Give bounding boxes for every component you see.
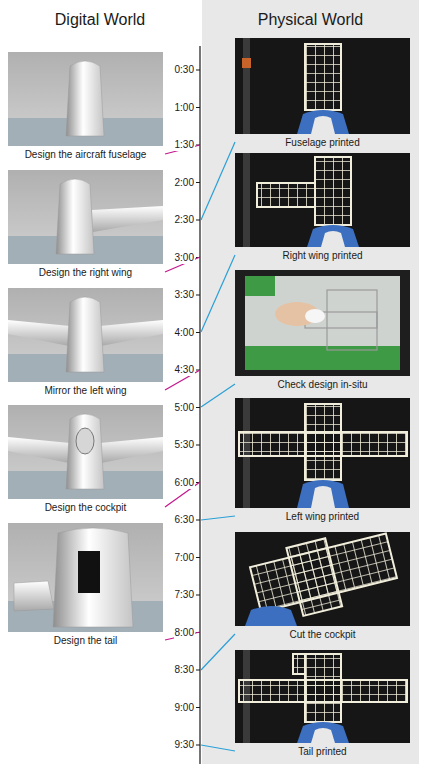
panel-caption: Design the cockpit [43,501,129,514]
time-tick-label: 3:00 [174,252,195,264]
time-tick-label: 7:30 [174,589,195,601]
design-leader [165,145,200,640]
time-tick-label: 1:30 [174,139,195,151]
time-tick-label: 4:00 [174,327,195,339]
cad-render [8,170,163,264]
image-panel: Right wing printed [235,153,410,262]
panel-caption: Left wing printed [284,510,361,523]
print-photo [235,524,410,626]
time-tick-label: 1:00 [174,102,195,114]
column-header: Physical World [202,10,419,30]
time-tick-label: 4:30 [174,364,195,376]
panel-caption: Design the tail [52,634,119,647]
panel-caption: Cut the cockpit [287,628,357,641]
cad-render [8,52,163,146]
image-panel: Design the tail [8,523,163,647]
timeline [196,46,200,764]
image-panel: Tail printed [235,650,410,758]
print-leader [201,142,235,751]
image-panel: Cut the cockpit [235,532,410,641]
print-photo [235,398,410,508]
panel-caption: Fuselage printed [283,136,362,149]
panel-caption: Mirror the left wing [42,384,128,397]
time-tick-label: 9:00 [174,702,195,714]
image-panel: Left wing printed [235,398,410,523]
time-tick-label: 5:30 [174,439,195,451]
image-panel: Mirror the left wing [8,288,163,397]
time-tick-label: 6:30 [174,514,195,526]
time-tick-label: 2:00 [174,177,195,189]
image-panel: Design the right wing [8,170,163,279]
cad-render [8,523,163,632]
time-tick-label: 9:30 [174,739,195,751]
time-tick-label: 5:00 [174,402,195,414]
image-panel: Fuselage printed [235,38,410,149]
time-tick-label: 2:30 [174,214,195,226]
time-tick-label: 3:30 [174,289,195,301]
panel-caption: Design the aircraft fuselage [23,148,149,161]
physical-band [202,0,419,764]
image-panel: Design the cockpit [8,405,163,514]
panel-caption: Right wing printed [280,249,364,262]
print-photo [235,650,410,743]
in-situ-photo [235,270,410,376]
cad-render [8,405,163,499]
cad-render [8,288,163,382]
time-tick-label: 0:30 [174,64,195,76]
print-photo [235,153,410,247]
time-tick-label: 6:00 [174,477,195,489]
image-panel: Design the aircraft fuselage [8,52,163,161]
print-photo [235,38,410,134]
time-tick-label: 8:00 [174,627,195,639]
time-tick-label: 8:30 [174,664,195,676]
time-tick-label: 7:00 [174,552,195,564]
image-panel: Check design in-situ [235,270,410,391]
panel-caption: Check design in-situ [275,378,369,391]
panel-caption: Tail printed [296,745,348,758]
column-header: Digital World [0,10,200,30]
panel-caption: Design the right wing [37,266,134,279]
